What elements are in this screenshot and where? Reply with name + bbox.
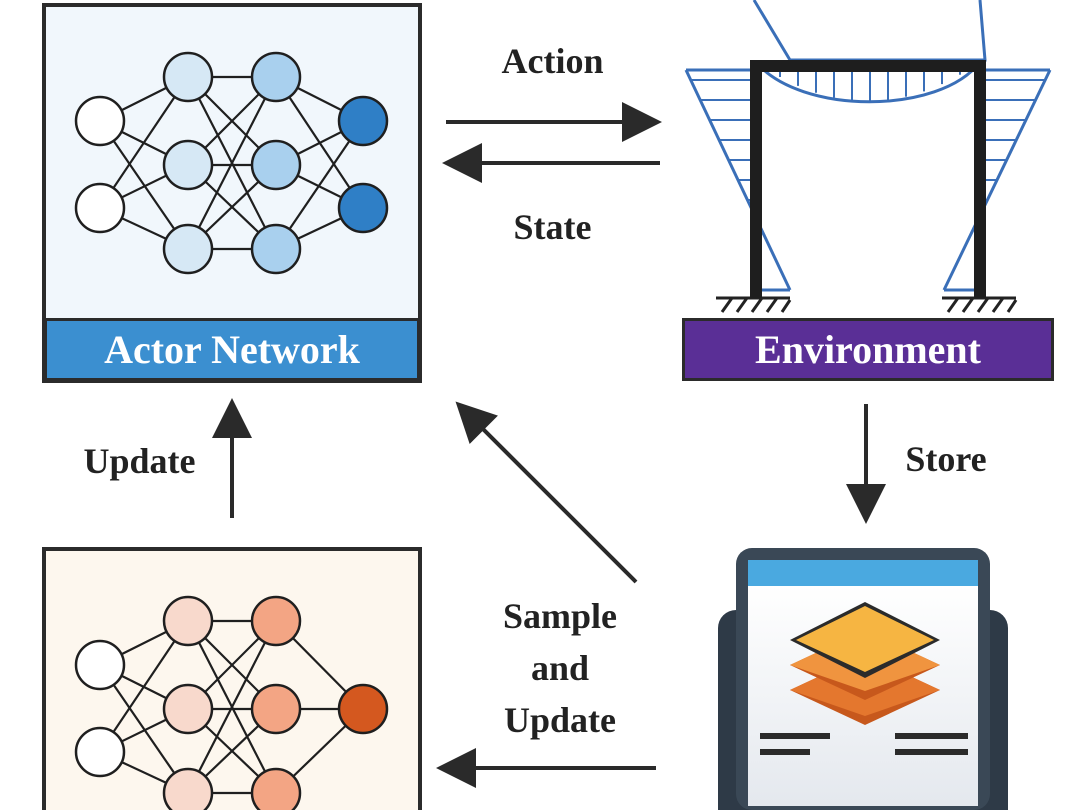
update-label: Update: [83, 441, 196, 481]
state-label: State: [513, 207, 592, 247]
actor-net-connection: [187, 76, 277, 250]
critic-net-node: [162, 767, 214, 810]
store-label: Store: [905, 439, 987, 479]
actor-net-node: [250, 139, 302, 191]
actor-net-connection: [99, 120, 189, 250]
critic-network-box: [42, 547, 422, 810]
environment-frame-icon: [684, 0, 1052, 313]
actor-net-node: [162, 223, 214, 275]
actor-network-label: Actor Network: [104, 327, 360, 372]
and-line: and: [530, 648, 590, 688]
critic-net-connection: [187, 620, 277, 794]
sample-update-arrow: [455, 401, 638, 584]
critic-net-connection: [99, 620, 189, 753]
actor-net-connection: [99, 76, 189, 209]
environment-bar: Environment: [682, 318, 1054, 381]
actor-net-node: [337, 95, 389, 147]
critic-net-connection: [99, 664, 189, 794]
actor-net-node: [337, 182, 389, 234]
sample-and-update-label: Sample and Update: [470, 590, 650, 746]
environment-label: Environment: [755, 327, 981, 372]
actor-network-bar: Actor Network: [44, 318, 420, 381]
critic-net-node: [74, 639, 126, 691]
actor-net-node: [74, 95, 126, 147]
actor-net-node: [162, 51, 214, 103]
actor-net-connection: [275, 120, 364, 250]
critic-net-node: [250, 683, 302, 735]
critic-net-node: [337, 683, 389, 735]
critic-net-node: [250, 595, 302, 647]
actor-net-node: [74, 182, 126, 234]
critic-net-node: [162, 595, 214, 647]
sample-line: Sample: [502, 596, 617, 636]
critic-net-node: [162, 683, 214, 735]
critic-net-node: [250, 767, 302, 810]
critic-neural-net-icon: [74, 595, 389, 810]
critic-net-node: [74, 726, 126, 778]
replay-buffer-icon: [718, 548, 1008, 810]
update-line: Update: [503, 700, 616, 740]
actor-net-node: [162, 139, 214, 191]
actor-net-node: [250, 51, 302, 103]
actor-net-node: [250, 223, 302, 275]
action-label: Action: [501, 41, 604, 81]
actor-neural-net-icon: [74, 51, 389, 275]
